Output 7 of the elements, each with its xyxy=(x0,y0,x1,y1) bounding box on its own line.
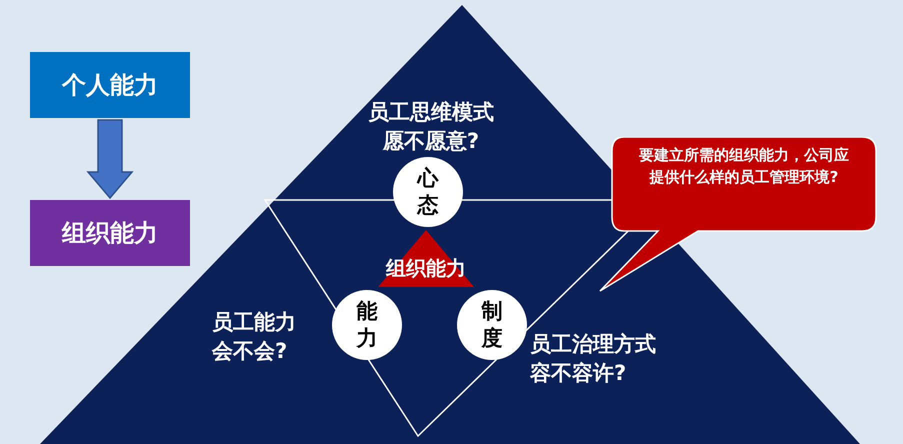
callout-bubble: 要建立所需的组织能力，公司应提供什么样的员工管理环境? xyxy=(598,137,878,293)
process-box: 个人能力 xyxy=(30,52,190,118)
question-text: 员工治理方式容不容许? xyxy=(530,331,657,388)
block-arrow xyxy=(86,119,134,200)
question-text: 员工能力会不会? xyxy=(212,309,297,366)
question-text: 员工思维模式愿不愿意? xyxy=(367,99,495,156)
process-box: 组织能力 xyxy=(30,200,190,266)
